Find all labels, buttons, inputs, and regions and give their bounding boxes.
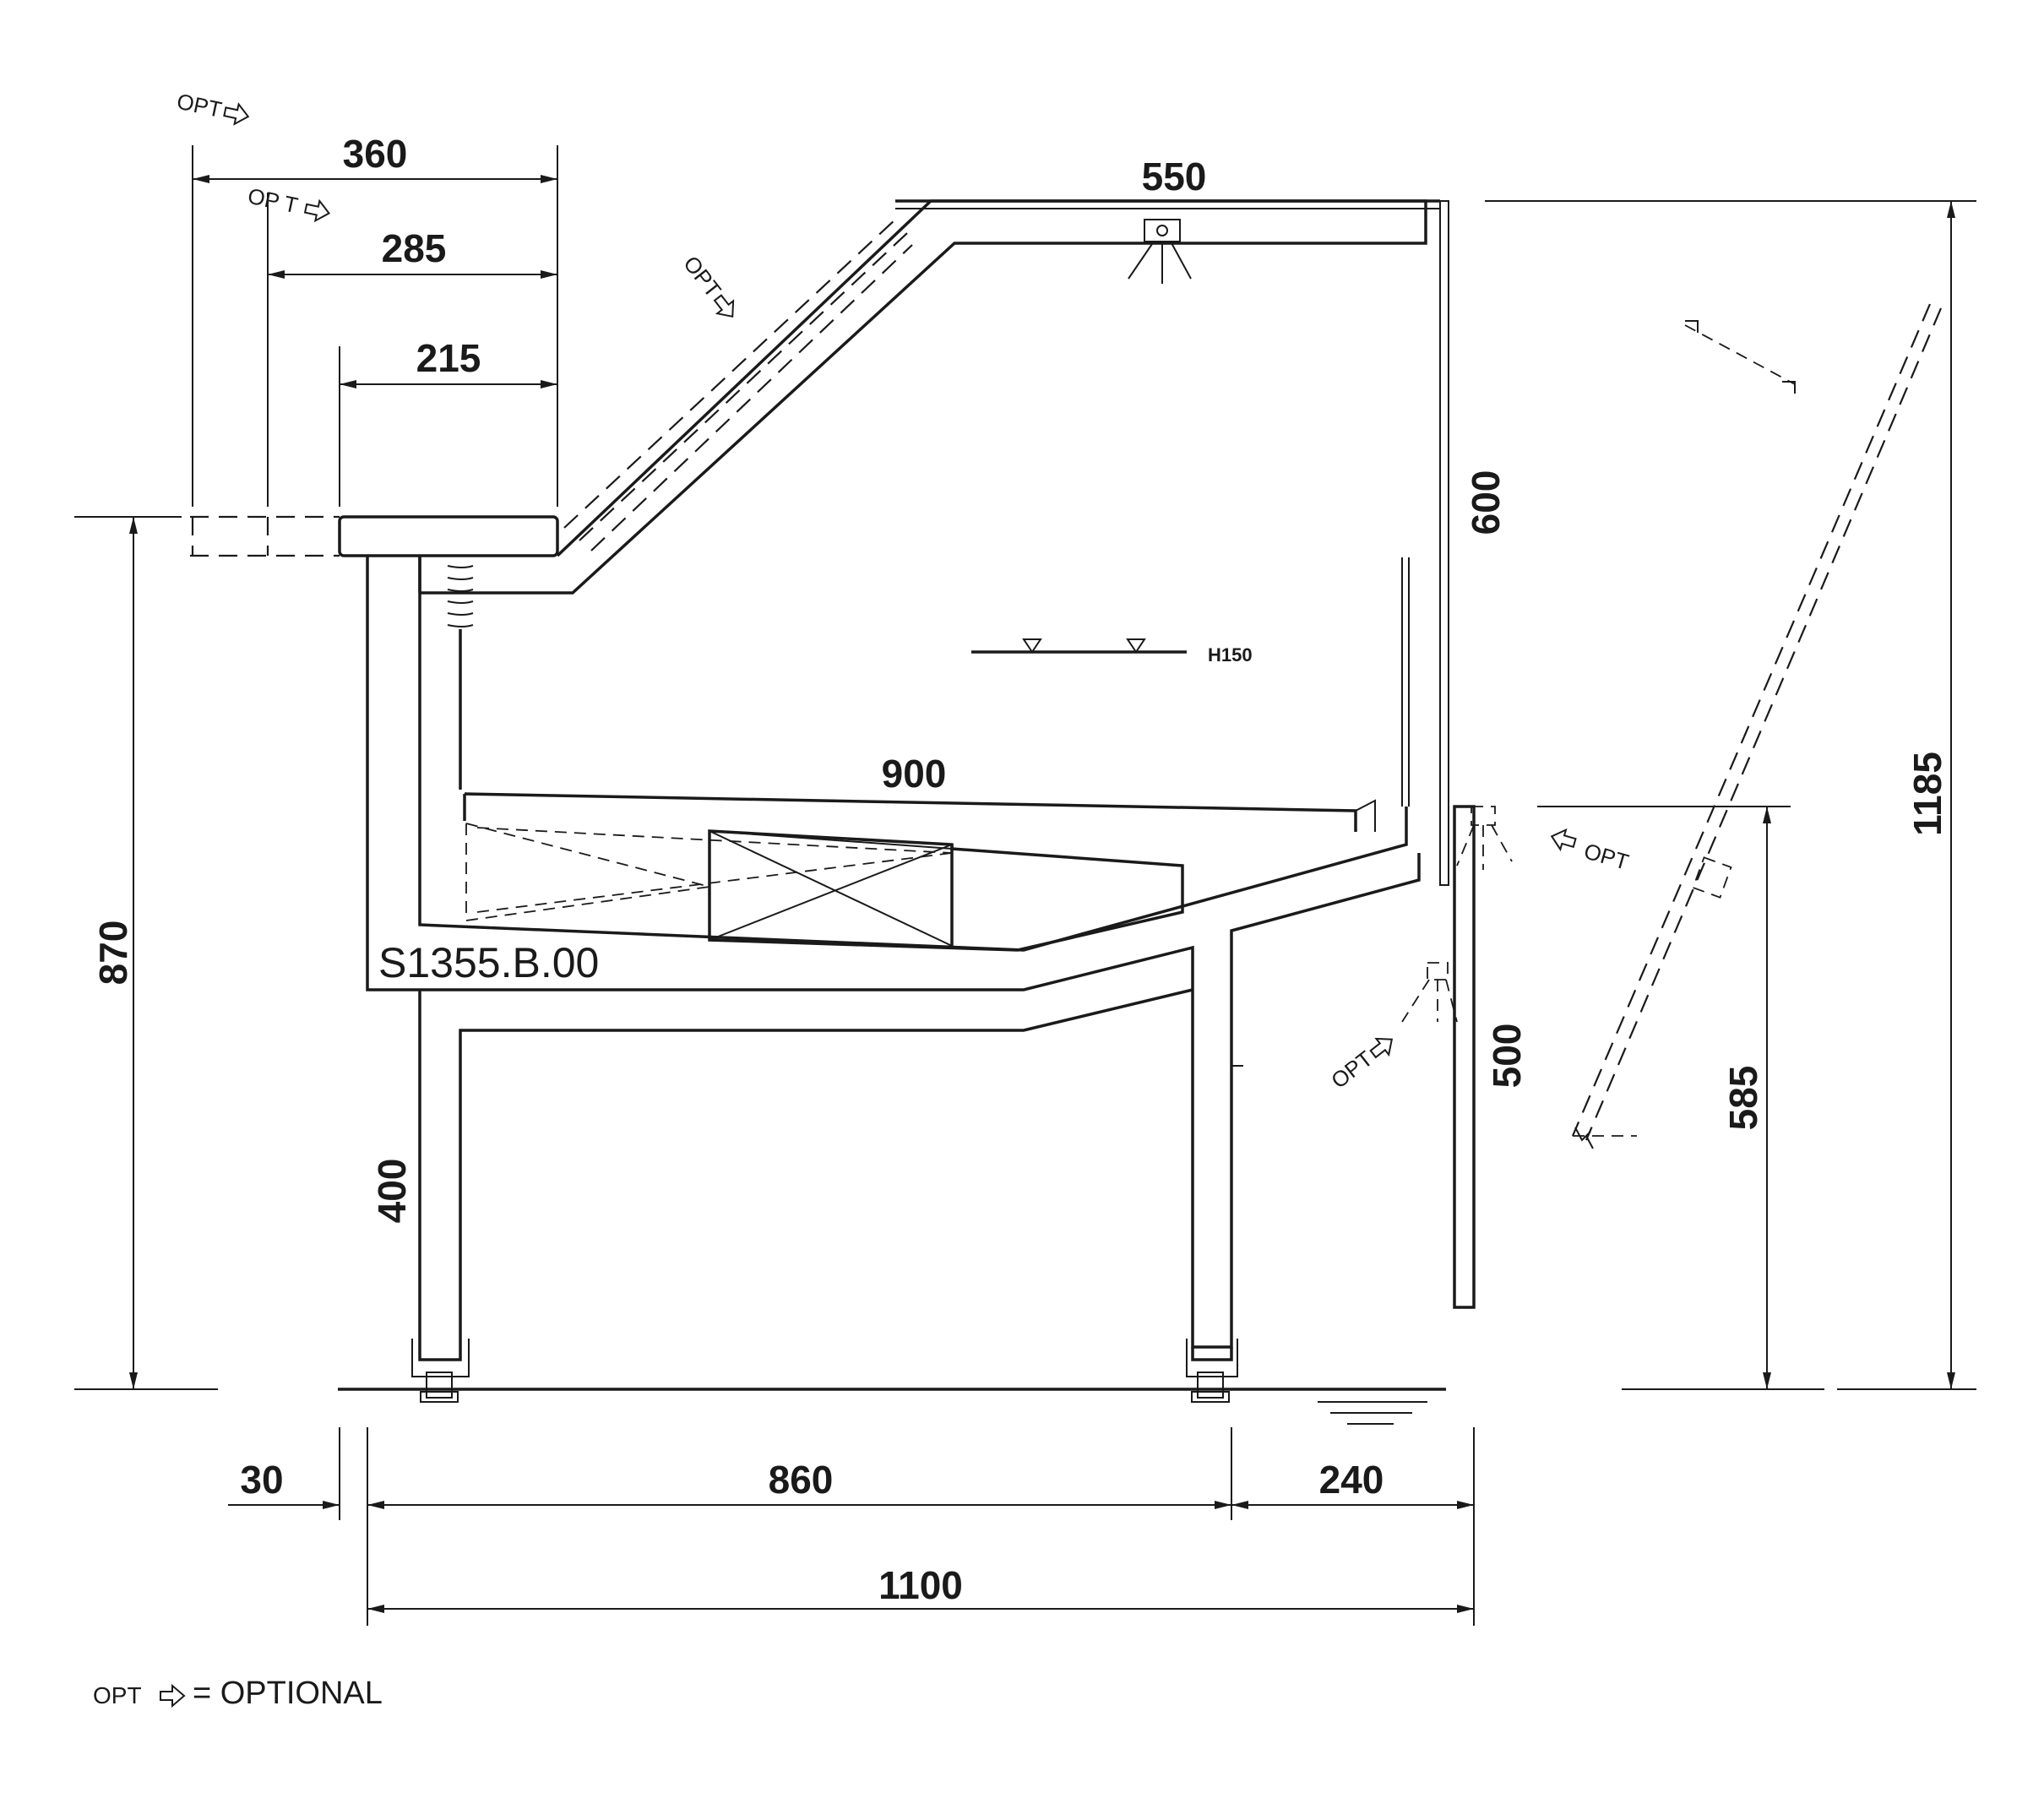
ground-symbol-icon	[1305, 1388, 1446, 1425]
glass-frame	[420, 199, 1427, 595]
rear-lower-panel	[1453, 805, 1476, 1309]
svg-text:OPT: OPT	[678, 251, 726, 302]
dim-360: 360	[343, 132, 408, 176]
lamp-icon	[1128, 219, 1192, 284]
dim-585: 585	[1721, 1066, 1765, 1131]
legend-text: = OPTIONAL	[193, 1676, 383, 1711]
opt-second: OP T	[246, 183, 333, 225]
optional-arrow-icon	[709, 291, 742, 324]
dim-860: 860	[769, 1458, 834, 1502]
svg-text:OP T: OP T	[246, 183, 301, 219]
dim-500: 500	[1485, 1024, 1529, 1089]
rear-glass-optional	[1571, 303, 1943, 1149]
airflow-lines	[465, 823, 953, 921]
legend-opt: OPT	[93, 1682, 142, 1708]
dim-600: 600	[1464, 470, 1508, 535]
optional-arrow-icon	[302, 197, 333, 225]
glass-optional	[563, 217, 913, 551]
dim-900: 900	[882, 752, 947, 796]
shelf-optional-extension	[190, 515, 340, 557]
dim-400: 400	[370, 1159, 414, 1224]
opt-top: OPT	[175, 89, 252, 128]
rear-panel	[1439, 200, 1449, 886]
level-line: H150	[971, 638, 1253, 665]
dim-215: 215	[416, 336, 481, 380]
leg-feet	[411, 1339, 1238, 1403]
svg-text:OPT: OPT	[175, 89, 225, 122]
dim-550: 550	[1142, 155, 1207, 198]
dim-240: 240	[1319, 1458, 1384, 1502]
coil	[447, 565, 474, 790]
optional-arrow-icon	[1366, 1030, 1400, 1063]
rear-leg	[1191, 1347, 1233, 1361]
front-leg	[418, 988, 1193, 1361]
dim-285: 285	[382, 226, 447, 270]
counter-body: H150	[190, 199, 1943, 1425]
optional-lamps	[1401, 806, 1513, 1023]
legend: OPT = OPTIONAL	[93, 1676, 383, 1711]
display-deck	[464, 792, 1357, 832]
level-label: H150	[1208, 644, 1253, 665]
opt-glass: OPT	[678, 251, 742, 324]
dim-1185: 1185	[1905, 752, 1949, 836]
optional-arrow-icon	[160, 1685, 185, 1707]
svg-text:OPT: OPT	[1581, 838, 1632, 875]
dimension-lines: 360 285 215 550 600 900 1185 585 500 870	[74, 132, 1976, 1626]
optional-arrow-icon	[1547, 825, 1579, 854]
dim-30: 30	[240, 1458, 283, 1502]
model-code: S1355.B.00	[378, 939, 599, 986]
level-triangle-icon	[1022, 638, 1042, 654]
worktop-shelf	[338, 515, 559, 557]
svg-text:OPT: OPT	[1326, 1046, 1378, 1094]
dim-870: 870	[91, 921, 135, 986]
optional-arrow-icon	[221, 100, 252, 128]
opt-rear-lamp: OPT	[1547, 825, 1632, 875]
dim-1100: 1100	[878, 1563, 963, 1607]
opt-lower-lamp: OPT	[1326, 1030, 1400, 1094]
